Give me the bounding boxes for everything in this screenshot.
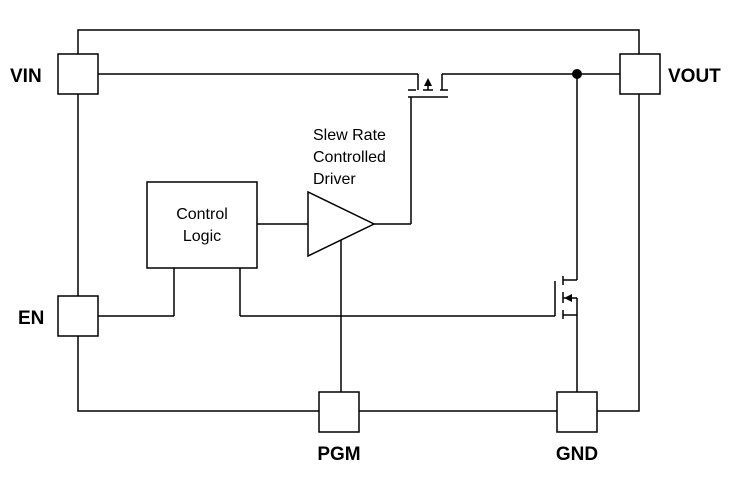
vout-label: VOUT xyxy=(668,66,721,87)
gnd-pin xyxy=(556,391,598,433)
en-label: EN xyxy=(18,308,44,329)
gnd-label: GND xyxy=(556,444,598,465)
control-logic-label-line-1: Control xyxy=(176,206,228,223)
control-logic-label-line-2: Logic xyxy=(183,228,221,245)
driver-label-line-3: Driver xyxy=(313,171,356,188)
pgm-pin xyxy=(318,391,360,433)
driver-label-line-2: Controlled xyxy=(313,149,386,166)
vin-pin xyxy=(57,53,99,95)
pgm-label: PGM xyxy=(317,444,360,465)
pmos-pass-transistor xyxy=(408,74,448,224)
nmos-discharge-transistor xyxy=(554,74,578,392)
vout-pin xyxy=(619,53,661,95)
control-logic-block xyxy=(146,181,258,269)
en-pin xyxy=(57,295,99,337)
vin-label: VIN xyxy=(10,66,42,87)
driver-label-line-1: Slew Rate xyxy=(313,127,386,144)
